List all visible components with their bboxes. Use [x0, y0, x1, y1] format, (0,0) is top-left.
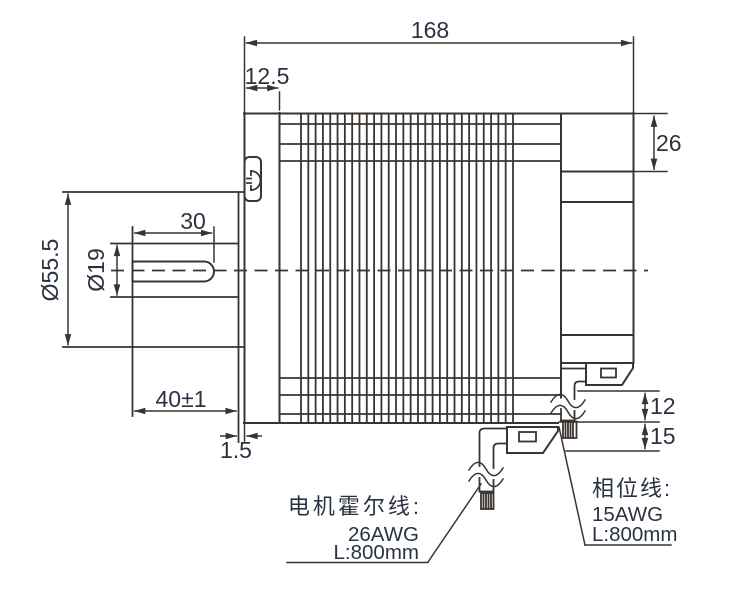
- motor-body: [243, 36, 668, 442]
- wire-tip-icon: [480, 492, 495, 510]
- dim-flat-length: 30: [134, 208, 215, 263]
- dim-pilot-height: 1.5: [220, 432, 262, 463]
- dim-rear-step: 26: [650, 115, 682, 170]
- hall-wire-title: 电机霍尔线:: [288, 494, 422, 519]
- dim-overall-length: 168: [245, 17, 633, 47]
- cable-break-icon: [467, 461, 505, 477]
- phase-cable: [549, 362, 634, 439]
- cable-break-icon: [549, 404, 587, 420]
- leader-line: [426, 482, 483, 564]
- cable-break-icon: [549, 393, 587, 409]
- dim-cable-stub: 12 15: [558, 390, 676, 452]
- dim-cable-stub-label: 12: [650, 393, 676, 419]
- dim-flange-thickness-label: 12.5: [245, 63, 290, 89]
- front-flange: [243, 36, 281, 442]
- hall-wire-gauge: 26AWG: [348, 523, 419, 546]
- phase-wire-title: 相位线:: [592, 476, 672, 501]
- phase-wire-gauge: 15AWG: [592, 503, 663, 526]
- pilot-boss: [62, 191, 245, 443]
- shaft: [110, 226, 239, 417]
- hall-wire-length: L:800mm: [334, 541, 419, 564]
- wire-tip-icon: [562, 420, 578, 439]
- rear-housing: [560, 170, 668, 364]
- dim-flange-thickness: 12.5: [245, 63, 290, 92]
- hall-cable: [467, 426, 559, 510]
- cooling-fins: [300, 113, 514, 424]
- dim-shaft-diameter-label: Ø19: [83, 248, 109, 291]
- phase-wire-length: L:800mm: [592, 523, 677, 546]
- flange-screw-icon: [243, 156, 262, 202]
- dim-overall-length-label: 168: [411, 17, 449, 43]
- hall-wire-label: 电机霍尔线: 26AWG L:800mm: [286, 482, 483, 564]
- dim-rear-step-label: 26: [656, 130, 682, 156]
- shaft-flat: [131, 260, 215, 283]
- dim-shaft-length-label: 40±1: [156, 386, 207, 412]
- dim-pilot-diameter: Ø55.5: [37, 193, 72, 346]
- phase-wire-label: 相位线: 15AWG L:800mm: [558, 426, 677, 546]
- dim-wire-tip-label: 15: [650, 423, 676, 449]
- dim-shaft-diameter: Ø19: [83, 244, 121, 296]
- leader-line: [558, 426, 586, 546]
- body-band-lines: [279, 123, 562, 415]
- cable-break-icon: [467, 472, 505, 488]
- dim-pilot-height-label: 1.5: [220, 437, 252, 463]
- dim-shaft-length: 40±1: [134, 386, 237, 415]
- dim-pilot-diameter-label: Ø55.5: [37, 239, 63, 302]
- dim-flat-length-label: 30: [180, 208, 206, 234]
